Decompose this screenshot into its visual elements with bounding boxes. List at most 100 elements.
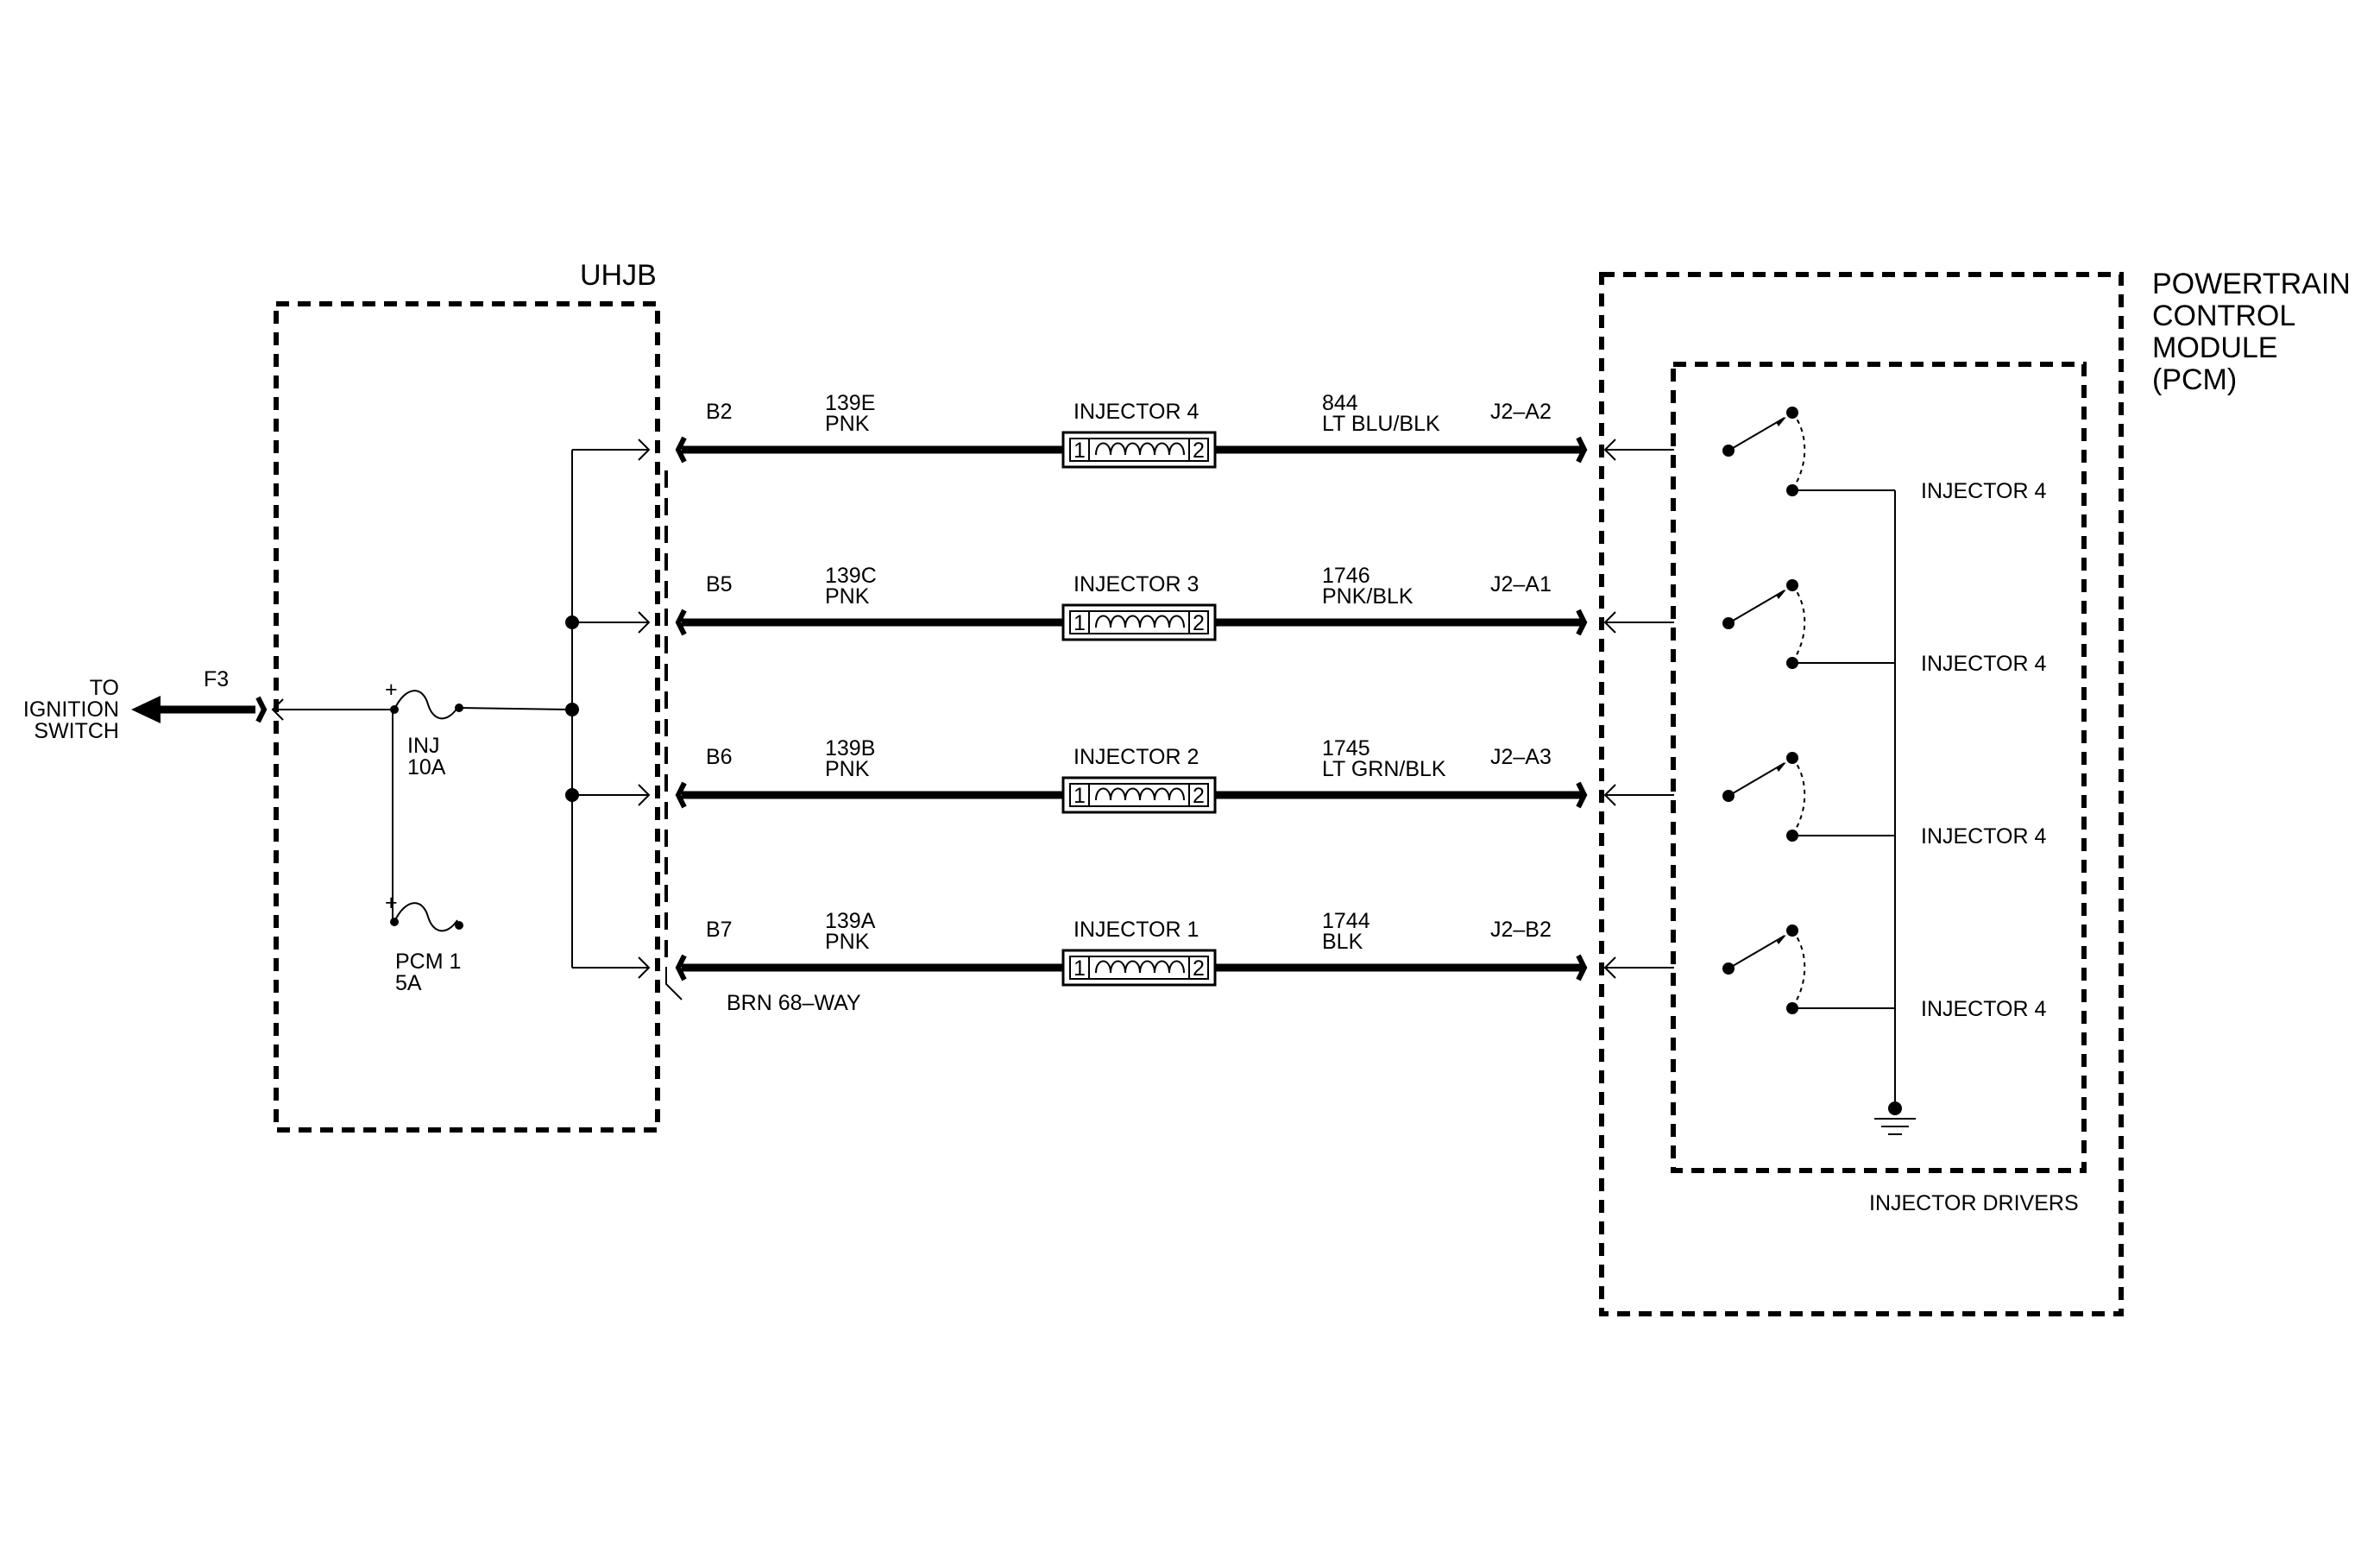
uhjb-pin-label: B6 bbox=[706, 745, 733, 769]
fuse-inj-name: INJ bbox=[407, 734, 440, 758]
fuse-inj-rating: 10A bbox=[407, 755, 446, 779]
driver-label: INJECTOR 4 bbox=[1921, 997, 2046, 1021]
driver-switch-arrow-icon bbox=[1776, 762, 1786, 772]
return-circuit-number: 844 bbox=[1322, 391, 1358, 415]
bus-splice-2 bbox=[565, 703, 579, 716]
bus-tap-arrow-icon bbox=[638, 956, 651, 979]
return-wire-color: LT BLU/BLK bbox=[1322, 412, 1440, 436]
driver-label: INJECTOR 4 bbox=[1921, 824, 2046, 849]
injector-coil-icon bbox=[1095, 787, 1185, 801]
bus-tap-arrow-icon bbox=[638, 784, 651, 806]
return-circuit-number: 1744 bbox=[1322, 909, 1370, 933]
uhjb-connector-icon bbox=[675, 609, 687, 636]
ignition-label-line3: SWITCH bbox=[34, 719, 119, 743]
feed-circuit-number: 139C bbox=[825, 564, 877, 588]
feed-circuit-number: 139B bbox=[825, 736, 875, 760]
ignition-terminal-icon bbox=[271, 698, 284, 721]
return-circuit-number: 1746 bbox=[1322, 564, 1370, 588]
feed-circuit-number: 139A bbox=[825, 909, 876, 933]
injector-pin-2: 2 bbox=[1193, 611, 1205, 635]
driver-control-link bbox=[1791, 757, 1806, 836]
ignition-label-line1: TO bbox=[90, 676, 119, 700]
pcm-pin-label: J2–A1 bbox=[1490, 572, 1552, 596]
return-wire-color: LT GRN/BLK bbox=[1322, 757, 1446, 781]
pcm-connector-icon bbox=[1576, 436, 1588, 464]
bus-tap-arrow-icon bbox=[638, 611, 651, 634]
injector-inner bbox=[1069, 783, 1209, 807]
driver-switch-blade bbox=[1728, 590, 1785, 624]
uhjb-connector-icon bbox=[675, 781, 687, 809]
fuse-pcm1-icon bbox=[394, 902, 458, 932]
uhjb-connector-icon bbox=[675, 436, 687, 464]
fuse-inj-plus: + bbox=[385, 678, 398, 702]
fuse-inj-icon bbox=[394, 690, 458, 720]
pcm-pin-label: J2–B2 bbox=[1490, 918, 1552, 942]
uhjb-pin-label: B2 bbox=[706, 400, 733, 424]
connector-note-leader bbox=[665, 967, 683, 1000]
injector-inner bbox=[1069, 438, 1209, 462]
feed-wire-color: PNK bbox=[825, 757, 870, 781]
ignition-connector-icon bbox=[255, 696, 268, 723]
injector-coil-icon bbox=[1095, 960, 1185, 974]
pcm-connector-icon bbox=[1576, 609, 1588, 636]
injector-name: INJECTOR 2 bbox=[1074, 745, 1199, 769]
ignition-label-line2: IGNITION bbox=[23, 697, 119, 722]
fuse-pcm1-name: PCM 1 bbox=[395, 950, 461, 974]
pcm-title-line1: POWERTRAIN bbox=[2152, 268, 2351, 300]
injector-pin-1: 1 bbox=[1074, 611, 1086, 635]
injector-drivers-label: INJECTOR DRIVERS bbox=[1869, 1191, 2079, 1215]
pcm-pin-label: J2–A3 bbox=[1490, 745, 1552, 769]
driver-switch-blade bbox=[1728, 762, 1785, 797]
injector-name: INJECTOR 4 bbox=[1074, 400, 1199, 424]
pcm-box bbox=[1599, 272, 2124, 1316]
pcm-pin-label: J2–A2 bbox=[1490, 400, 1552, 424]
injector-coil-icon bbox=[1095, 615, 1185, 628]
uhjb-title: UHJB bbox=[580, 259, 657, 292]
fuse-pcm1-rating: 5A bbox=[395, 971, 422, 995]
injector-pin-2: 2 bbox=[1193, 784, 1205, 808]
connector-note: BRN 68–WAY bbox=[727, 991, 861, 1015]
injector-drivers-box bbox=[1671, 362, 2087, 1173]
fuse-pcm1-terminal-out bbox=[455, 921, 463, 930]
injector-inner bbox=[1069, 956, 1209, 980]
uhjb-box bbox=[274, 301, 660, 1133]
ground-node bbox=[1888, 1101, 1902, 1115]
bus-tap-arrow-icon bbox=[638, 439, 651, 461]
injector-name: INJECTOR 1 bbox=[1074, 918, 1199, 942]
fuse-pcm1-plus: + bbox=[385, 891, 398, 915]
driver-switch-arrow-icon bbox=[1776, 590, 1786, 599]
driver-switch-arrow-icon bbox=[1776, 417, 1786, 426]
pcm-title-line3: MODULE bbox=[2152, 331, 2277, 364]
injector-pin-1: 1 bbox=[1074, 784, 1086, 808]
return-wire-color: BLK bbox=[1322, 930, 1363, 954]
return-wire-color: PNK/BLK bbox=[1322, 584, 1414, 609]
driver-switch-blade bbox=[1728, 935, 1785, 969]
driver-switch-arrow-icon bbox=[1776, 935, 1786, 944]
pcm-connector-icon bbox=[1576, 781, 1588, 809]
feed-wire-color: PNK bbox=[825, 930, 870, 954]
driver-label: INJECTOR 4 bbox=[1921, 652, 2046, 676]
injector-inner bbox=[1069, 610, 1209, 634]
driver-control-link bbox=[1791, 412, 1806, 490]
driver-control-link bbox=[1791, 584, 1806, 663]
uhjb-pin-label: B5 bbox=[706, 572, 733, 596]
feed-wire-color: PNK bbox=[825, 412, 870, 436]
return-circuit-number: 1745 bbox=[1322, 736, 1370, 760]
pcm-title-line4: (PCM) bbox=[2152, 363, 2237, 396]
driver-label: INJECTOR 4 bbox=[1921, 479, 2046, 503]
ground-icon bbox=[1874, 1118, 1916, 1135]
inj-fuse-output-line bbox=[458, 707, 573, 710]
injector-pin-1: 1 bbox=[1074, 956, 1086, 981]
injector-name: INJECTOR 3 bbox=[1074, 572, 1199, 596]
driver-switch-blade bbox=[1728, 417, 1785, 451]
ignition-connector-label: F3 bbox=[204, 667, 229, 691]
driver-control-link bbox=[1791, 930, 1806, 1008]
injector-pin-2: 2 bbox=[1193, 956, 1205, 981]
ignition-arrow-icon bbox=[131, 696, 161, 723]
feed-circuit-number: 139E bbox=[825, 391, 875, 415]
uhjb-connector-icon bbox=[675, 954, 687, 981]
injector-pin-2: 2 bbox=[1193, 439, 1205, 463]
